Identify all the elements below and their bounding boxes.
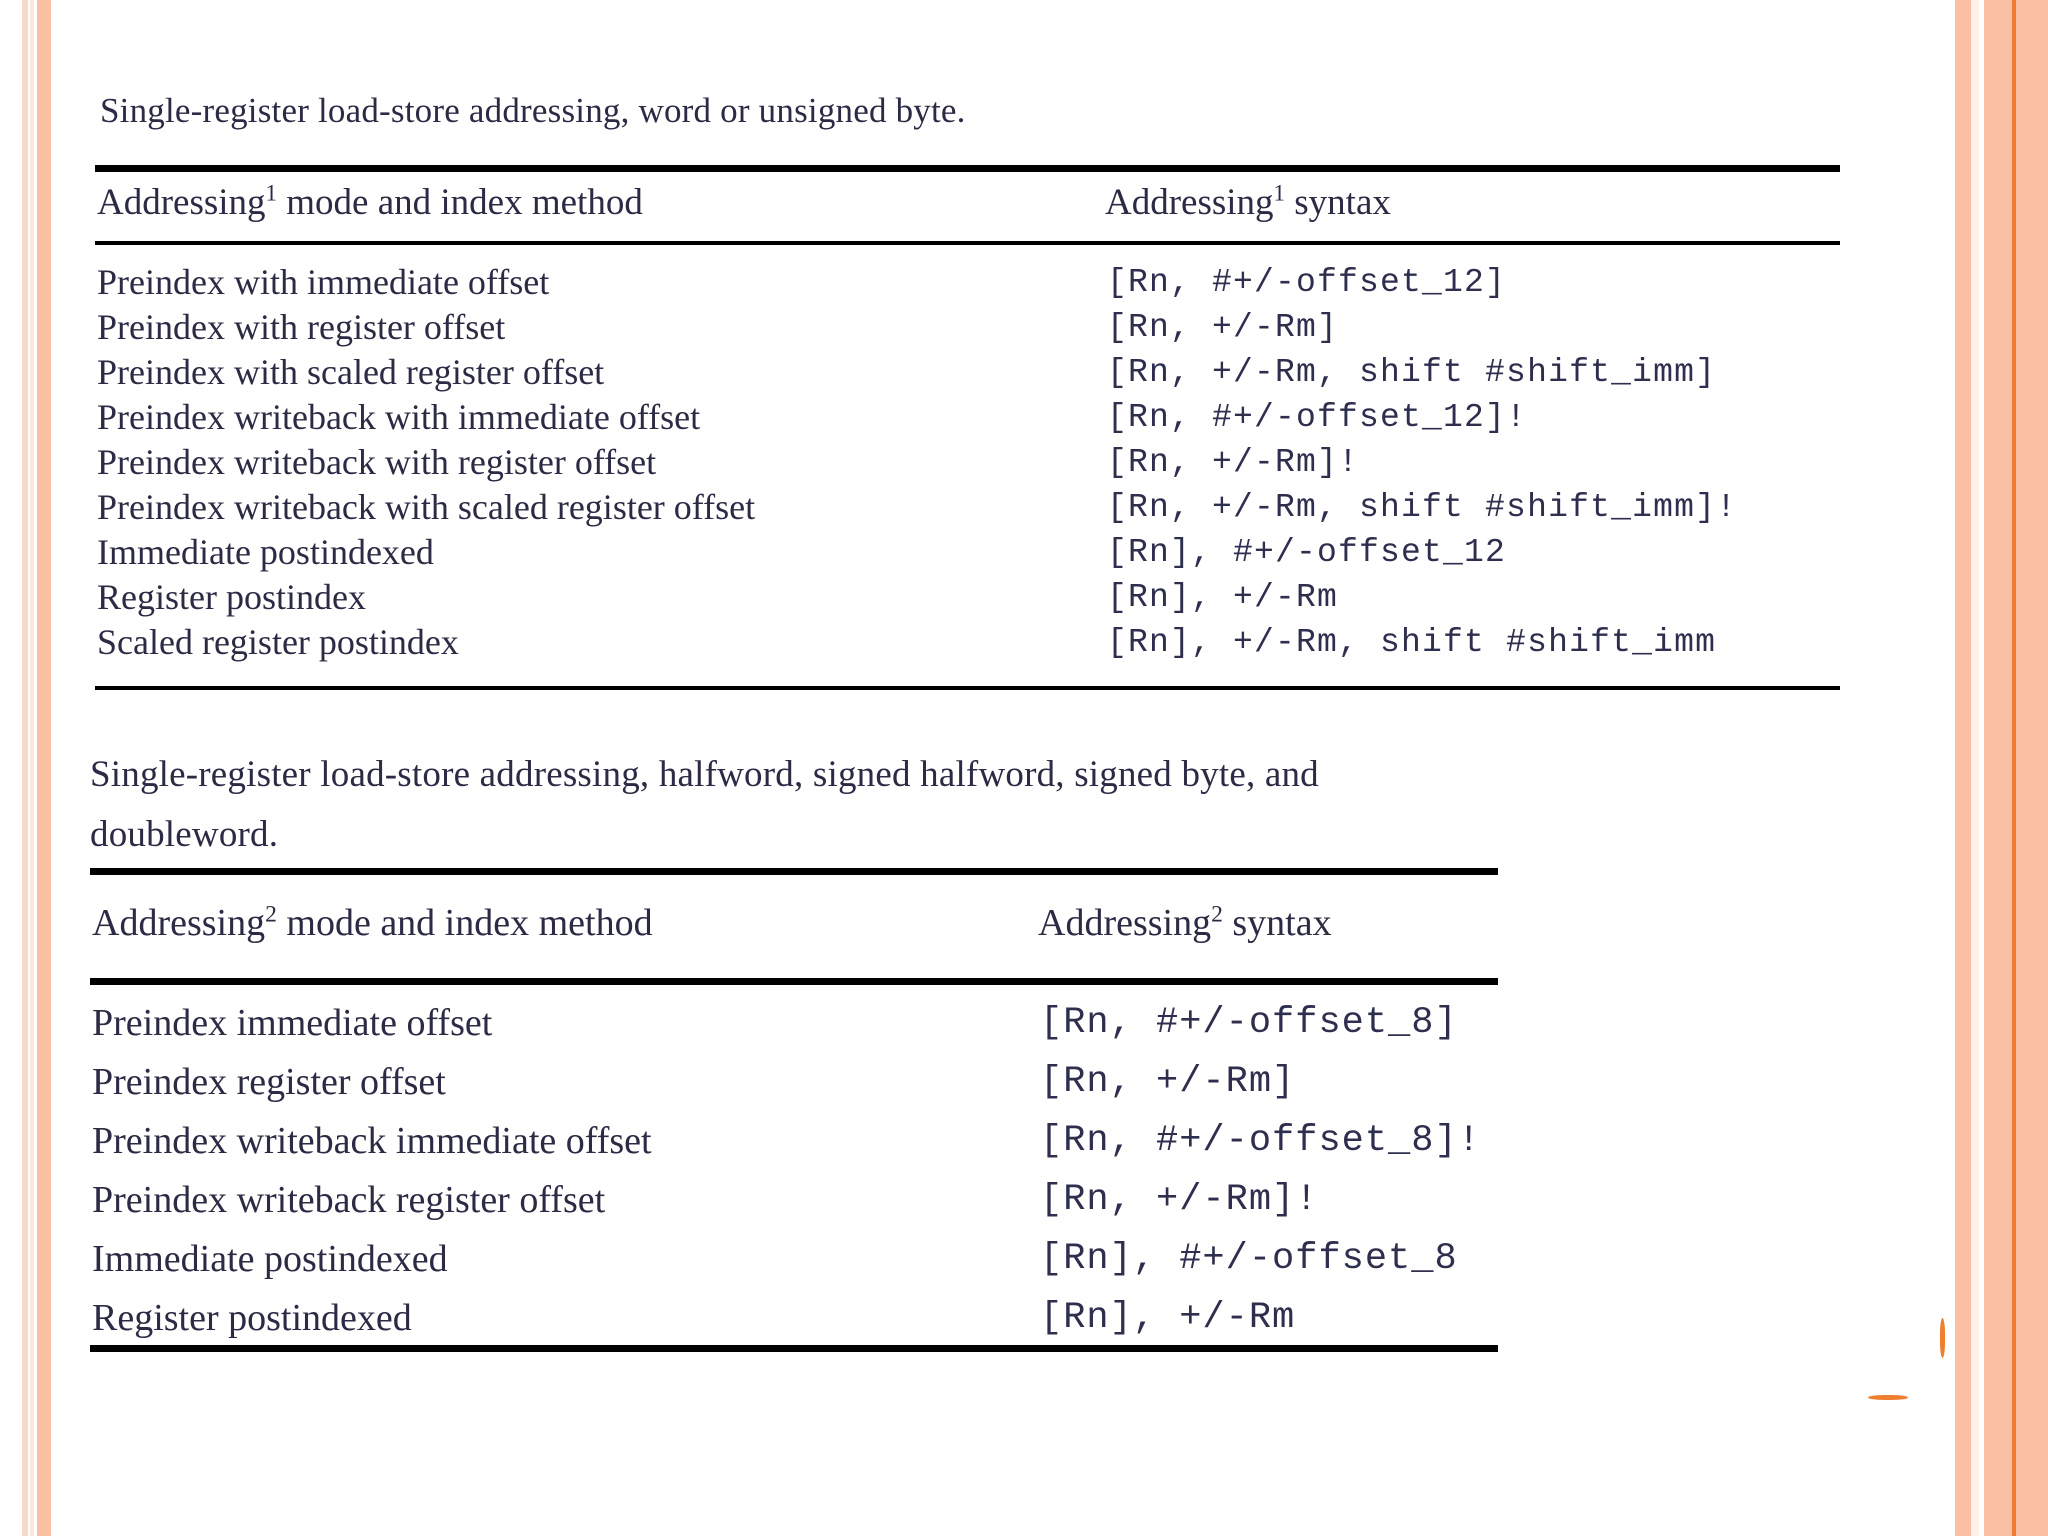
table1-cell-mode: Preindex writeback with immediate offset bbox=[97, 397, 701, 437]
table1-cell-mode: Register postindex bbox=[97, 577, 366, 617]
table2-header-syntax-suffix: syntax bbox=[1222, 902, 1332, 944]
table1-cell-mode: Preindex writeback with scaled register … bbox=[97, 487, 756, 527]
table2-cell-syntax: [Rn, +/-Rm] bbox=[1040, 1061, 1296, 1103]
table1-cell-mode: Preindex with register offset bbox=[97, 307, 506, 347]
table1-header-mode-suffix: mode and index method bbox=[277, 182, 643, 223]
table2-cell-syntax: [Rn, #+/-offset_8]! bbox=[1040, 1120, 1481, 1162]
addressing-table-word-byte: Addressing1 mode and index method Addres… bbox=[95, 165, 1840, 695]
table1-cell-mode: Immediate postindexed bbox=[97, 532, 434, 572]
table1-cell-syntax: [Rn, +/-Rm, shift #shift_imm]! bbox=[1107, 489, 1738, 526]
table2-header-syntax-superscript: 2 bbox=[1211, 901, 1223, 928]
table2-cell-mode: Preindex writeback immediate offset bbox=[92, 1120, 652, 1162]
table2-header-rule bbox=[90, 978, 1498, 985]
table1-cell-syntax: [Rn, #+/-offset_12]! bbox=[1107, 399, 1528, 436]
table1-cell-mode: Preindex with scaled register offset bbox=[97, 352, 605, 392]
table2-cell-mode: Preindex immediate offset bbox=[92, 1002, 493, 1044]
addressing-table-halfword-doubleword: Addressing2 mode and index method Addres… bbox=[90, 868, 1498, 1368]
table2-header-syntax: Addressing2 syntax bbox=[1038, 901, 1332, 945]
table2-cell-syntax: [Rn], #+/-offset_8 bbox=[1040, 1238, 1458, 1280]
table2-header-mode-superscript: 2 bbox=[265, 901, 277, 928]
table1-header-mode-prefix: Addressing bbox=[97, 182, 266, 223]
table2-header-mode: Addressing2 mode and index method bbox=[92, 901, 653, 945]
table1-cell-syntax: [Rn, +/-Rm] bbox=[1107, 309, 1339, 346]
section2-caption: Single-register load-store addressing, h… bbox=[90, 745, 1840, 865]
table2-cell-syntax: [Rn], +/-Rm bbox=[1040, 1297, 1296, 1339]
table2-cell-mode: Preindex writeback register offset bbox=[92, 1179, 606, 1221]
table2-header-mode-prefix: Addressing bbox=[92, 902, 266, 944]
table1-cell-syntax: [Rn, +/-Rm]! bbox=[1107, 444, 1360, 481]
table1-header-syntax-suffix: syntax bbox=[1285, 182, 1391, 223]
table1-header-mode: Addressing1 mode and index method bbox=[97, 181, 643, 224]
table1-top-rule bbox=[95, 165, 1840, 172]
table1-header-rule bbox=[95, 241, 1840, 245]
table2-cell-mode: Register postindexed bbox=[92, 1297, 412, 1339]
section2-caption-line2: doubleword. bbox=[90, 814, 279, 855]
table2-cell-syntax: [Rn, #+/-offset_8] bbox=[1040, 1002, 1458, 1044]
section1-caption: Single-register load-store addressing, w… bbox=[100, 91, 966, 130]
table1-cell-syntax: [Rn], +/-Rm, shift #shift_imm bbox=[1107, 624, 1717, 661]
table1-cell-syntax: [Rn, #+/-offset_12] bbox=[1107, 264, 1507, 301]
table2-cell-mode: Preindex register offset bbox=[92, 1061, 446, 1103]
table2-cell-mode: Immediate postindexed bbox=[92, 1238, 448, 1280]
table1-bottom-rule bbox=[95, 686, 1840, 690]
table1-cell-syntax: [Rn], +/-Rm bbox=[1107, 579, 1339, 616]
table2-top-rule bbox=[90, 868, 1498, 875]
table2-cell-syntax: [Rn, +/-Rm]! bbox=[1040, 1179, 1319, 1221]
table1-cell-syntax: [Rn], #+/-offset_12 bbox=[1107, 534, 1507, 571]
table1-header-mode-superscript: 1 bbox=[265, 180, 278, 206]
table1-header-syntax-superscript: 1 bbox=[1273, 180, 1286, 206]
section2-caption-line1: Single-register load-store addressing, h… bbox=[90, 754, 1319, 795]
table1-cell-mode: Preindex writeback with register offset bbox=[97, 442, 657, 482]
table2-header-mode-suffix: mode and index method bbox=[276, 902, 653, 944]
table2-header-syntax-prefix: Addressing bbox=[1038, 902, 1212, 944]
table1-cell-mode: Preindex with immediate offset bbox=[97, 262, 550, 302]
table2-bottom-rule bbox=[90, 1345, 1498, 1352]
table1-header-syntax: Addressing1 syntax bbox=[1105, 181, 1391, 224]
table1-cell-mode: Scaled register postindex bbox=[97, 622, 459, 662]
table1-cell-syntax: [Rn, +/-Rm, shift #shift_imm] bbox=[1107, 354, 1717, 391]
table1-header-syntax-prefix: Addressing bbox=[1105, 182, 1274, 223]
